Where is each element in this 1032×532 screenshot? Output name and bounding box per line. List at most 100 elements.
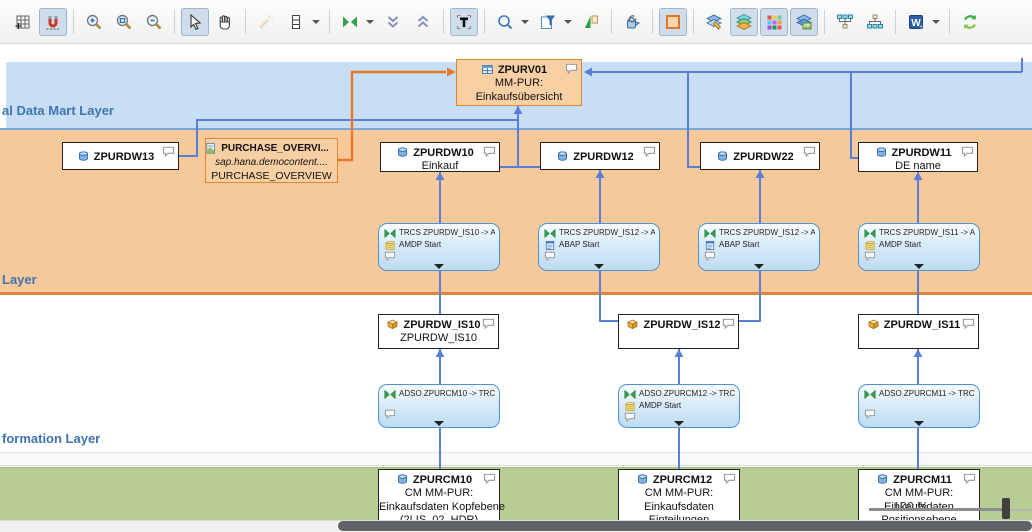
comment-bubble-icon[interactable]: [722, 318, 735, 329]
node-title: ZPURDW_IS11: [883, 318, 961, 331]
transformation-dropdown[interactable]: [366, 19, 374, 24]
toolbar-separator: [949, 9, 950, 34]
zoom-out-button[interactable]: [140, 8, 168, 36]
search-button[interactable]: [491, 8, 519, 36]
lane-label-information: formation Layer: [2, 431, 101, 446]
comment-bubble-icon[interactable]: [565, 63, 578, 74]
node-zpurdw11[interactable]: ZPURDW11 DE name: [858, 142, 978, 172]
sort-flag-button[interactable]: [577, 8, 605, 36]
zoom-slider-track[interactable]: [869, 508, 1010, 511]
word-export-dropdown[interactable]: [932, 19, 940, 24]
transformation-cm10-to-trcs[interactable]: ADSO ZPURCM10 -> TRCS ZP...: [378, 384, 500, 428]
comment-bubble-icon[interactable]: [162, 146, 175, 157]
transformation-icon: [384, 389, 396, 400]
swimlane-dropdown[interactable]: [312, 19, 320, 24]
select-cursor-button[interactable]: [181, 7, 209, 36]
comment-bubble-icon[interactable]: [483, 473, 496, 484]
node-zpurdw13[interactable]: ZPURDW13: [62, 142, 179, 170]
hierarchy-top-icon: [836, 13, 854, 31]
comment-bubble-icon[interactable]: [544, 251, 556, 261]
hierarchy-top-button[interactable]: [831, 8, 859, 36]
hierarchy-bottom-button[interactable]: [861, 8, 889, 36]
expand-triangle[interactable]: [594, 264, 604, 269]
word-export-button[interactable]: [902, 8, 930, 36]
grid-button[interactable]: [9, 8, 37, 36]
magnet-icon: [44, 13, 62, 31]
comment-bubble-icon[interactable]: [482, 318, 495, 329]
node-description: CM MM-PUR:: [404, 487, 474, 499]
comment-bubble-icon[interactable]: [483, 146, 496, 157]
zoom-slider-track[interactable]: [1010, 509, 1032, 511]
zoom-slider-handle[interactable]: [1002, 498, 1010, 519]
node-zpurdw22[interactable]: ZPURDW22: [700, 142, 820, 170]
node-title: ZPURDW10: [413, 146, 474, 159]
comment-bubble-icon[interactable]: [864, 251, 876, 261]
highlight-square-button[interactable]: [659, 7, 687, 36]
hana-view-icon: [204, 142, 217, 155]
adso-icon: [556, 150, 569, 163]
routine-label: ABAP Start: [719, 240, 760, 249]
amdp-icon: [384, 240, 396, 251]
swimlane-button[interactable]: [282, 8, 310, 36]
node-purchase-overview[interactable]: PURCHASE_OVERVI... sap.hana.democontent.…: [205, 138, 338, 183]
horizontal-scrollbar-thumb[interactable]: [338, 521, 1032, 531]
kettle-button[interactable]: [618, 8, 646, 36]
toolbar: [0, 0, 1032, 44]
comment-bubble-icon[interactable]: [961, 146, 974, 157]
color-palette-button[interactable]: [760, 7, 788, 36]
node-description: CM MM-PUR:: [884, 487, 954, 499]
comment-bubble-icon[interactable]: [384, 409, 396, 419]
comment-bubble-icon[interactable]: [963, 473, 976, 484]
text-tool-button[interactable]: [450, 7, 478, 36]
adso-icon: [875, 146, 888, 159]
transformation-cm12-to-trcs[interactable]: ADSO ZPURCM12 -> TRCS ZP... AMDP Start: [618, 384, 740, 428]
layers-stack-button[interactable]: [730, 7, 758, 36]
filter-dropdown[interactable]: [564, 19, 572, 24]
zoom-in-button[interactable]: [80, 8, 108, 36]
node-zpurdw-is12[interactable]: ZPURDW_IS12: [618, 314, 739, 349]
sort-flag-icon: [582, 13, 600, 31]
node-title: ZPURCM11: [893, 473, 952, 486]
comment-bubble-icon[interactable]: [384, 251, 396, 261]
comment-bubble-icon[interactable]: [624, 412, 636, 422]
collapse-all-button[interactable]: [379, 8, 407, 36]
expand-triangle[interactable]: [434, 421, 444, 426]
node-zpurv01[interactable]: ZPURV01 MM-PUR: Einkaufsübersicht: [456, 59, 582, 106]
expand-triangle[interactable]: [674, 421, 684, 426]
comment-bubble-icon[interactable]: [704, 251, 716, 261]
comment-bubble-icon[interactable]: [803, 146, 816, 157]
comment-bubble-icon[interactable]: [864, 409, 876, 419]
layers-edit-button[interactable]: [700, 8, 728, 36]
transformation-is11-to-adso[interactable]: TRCS ZPURDW_IS11 -> ADSO... AMDP Start: [858, 223, 980, 271]
zoom-fit-button[interactable]: [110, 8, 138, 36]
node-zpurdw12[interactable]: ZPURDW12: [540, 142, 660, 170]
transformation-is12-to-adso-a[interactable]: TRCS ZPURDW_IS12 -> ADSO... ABAP Start: [538, 223, 660, 271]
node-zpurdw-is10[interactable]: ZPURDW_IS10 ZPURDW_IS10: [378, 314, 499, 349]
comment-bubble-icon[interactable]: [962, 318, 975, 329]
comment-bubble-icon[interactable]: [643, 146, 656, 157]
snap-magnet-button[interactable]: [39, 7, 67, 36]
comment-bubble-icon[interactable]: [723, 473, 736, 484]
expand-triangle[interactable]: [914, 264, 924, 269]
node-title: ZPURV01: [497, 63, 548, 76]
search-dropdown[interactable]: [521, 19, 529, 24]
expand-triangle[interactable]: [914, 421, 924, 426]
transformation-button[interactable]: [336, 8, 364, 36]
expand-triangle[interactable]: [754, 264, 764, 269]
refresh-button[interactable]: [956, 8, 984, 36]
expand-all-button[interactable]: [409, 8, 437, 36]
filter-button[interactable]: [534, 8, 562, 36]
node-description: DE name: [895, 160, 941, 172]
pan-hand-button[interactable]: [211, 8, 239, 36]
node-zpurdw10[interactable]: ZPURDW10 Einkauf: [380, 142, 500, 172]
transformation-cm11-to-trcs[interactable]: ADSO ZPURCM11 -> TRCS ZP...: [858, 384, 980, 428]
auto-layout-button[interactable]: [252, 8, 280, 36]
layers-image-button[interactable]: [790, 7, 818, 36]
node-title: ZPURCM12: [652, 473, 713, 486]
expand-triangle[interactable]: [434, 264, 444, 269]
transformation-is12-to-adso-b[interactable]: TRCS ZPURDW_IS12 -> ADSO... ABAP Start: [698, 223, 820, 271]
node-title: PURCHASE_OVERVI...: [221, 143, 329, 154]
node-description: MM-PUR:: [494, 77, 544, 89]
node-zpurdw-is11[interactable]: ZPURDW_IS11: [858, 314, 979, 349]
transformation-is10-to-adso[interactable]: TRCS ZPURDW_IS10 -> ADSO... AMDP Start: [378, 223, 500, 271]
